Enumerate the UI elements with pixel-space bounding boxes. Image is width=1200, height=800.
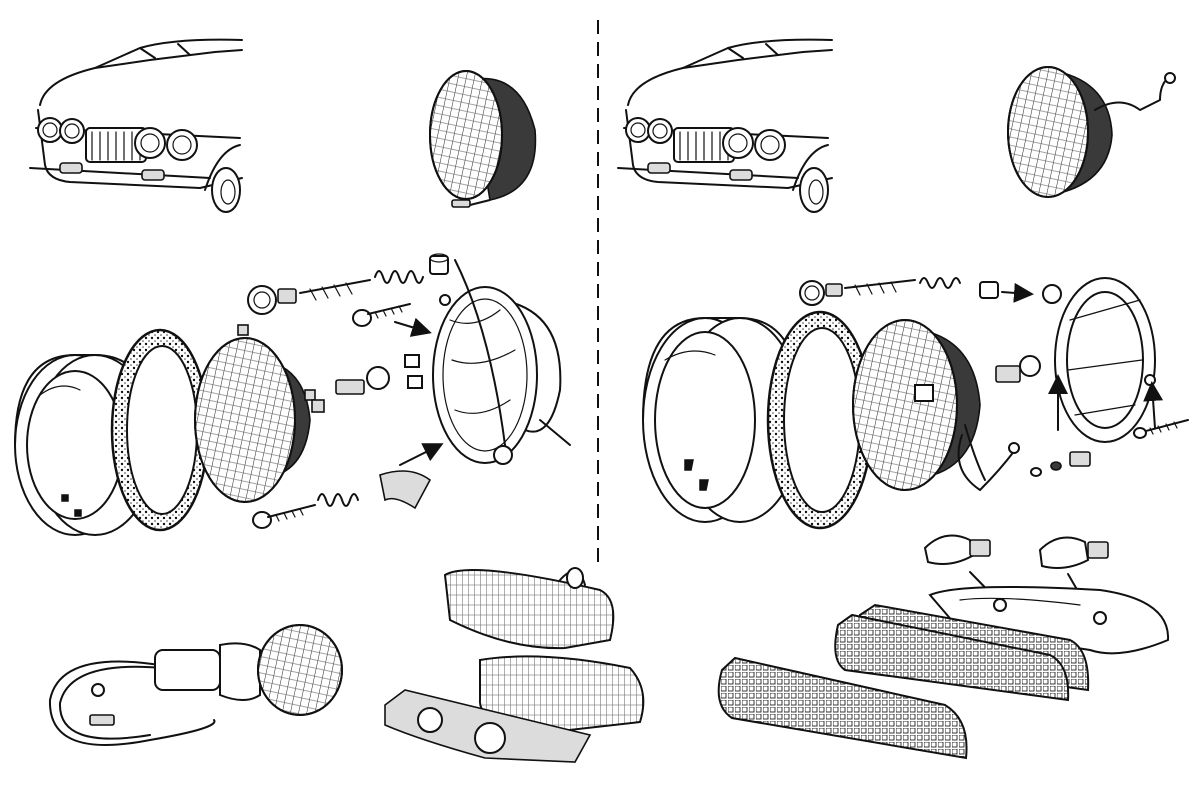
sealed-lens-icon xyxy=(194,324,325,503)
headlamp-icon xyxy=(429,70,537,208)
indicator-lamp-icon xyxy=(48,624,343,746)
fastener-icon xyxy=(1030,419,1189,477)
mounting-bracket-icon xyxy=(1042,277,1164,443)
adjuster-spring-icon xyxy=(247,253,449,315)
connector-icon xyxy=(335,354,423,395)
chrome-rim-icon xyxy=(642,317,803,523)
front-indicator-icon xyxy=(384,567,645,763)
sealed-lens-icon xyxy=(852,319,1020,491)
right-panel xyxy=(617,38,1189,760)
front-indicator-icon xyxy=(717,585,1170,760)
left-panel xyxy=(14,38,645,763)
adjuster-spring-icon xyxy=(799,277,1034,306)
car-front-icon xyxy=(617,38,833,213)
mounting-ring-icon xyxy=(110,328,210,532)
headlamp-icon xyxy=(1007,66,1176,198)
lower-adjuster-icon xyxy=(252,443,444,529)
connector-icon xyxy=(995,355,1041,383)
adjuster-screw-icon xyxy=(352,303,432,337)
car-front-icon xyxy=(29,38,243,213)
reflector-bowl-icon xyxy=(432,259,571,465)
